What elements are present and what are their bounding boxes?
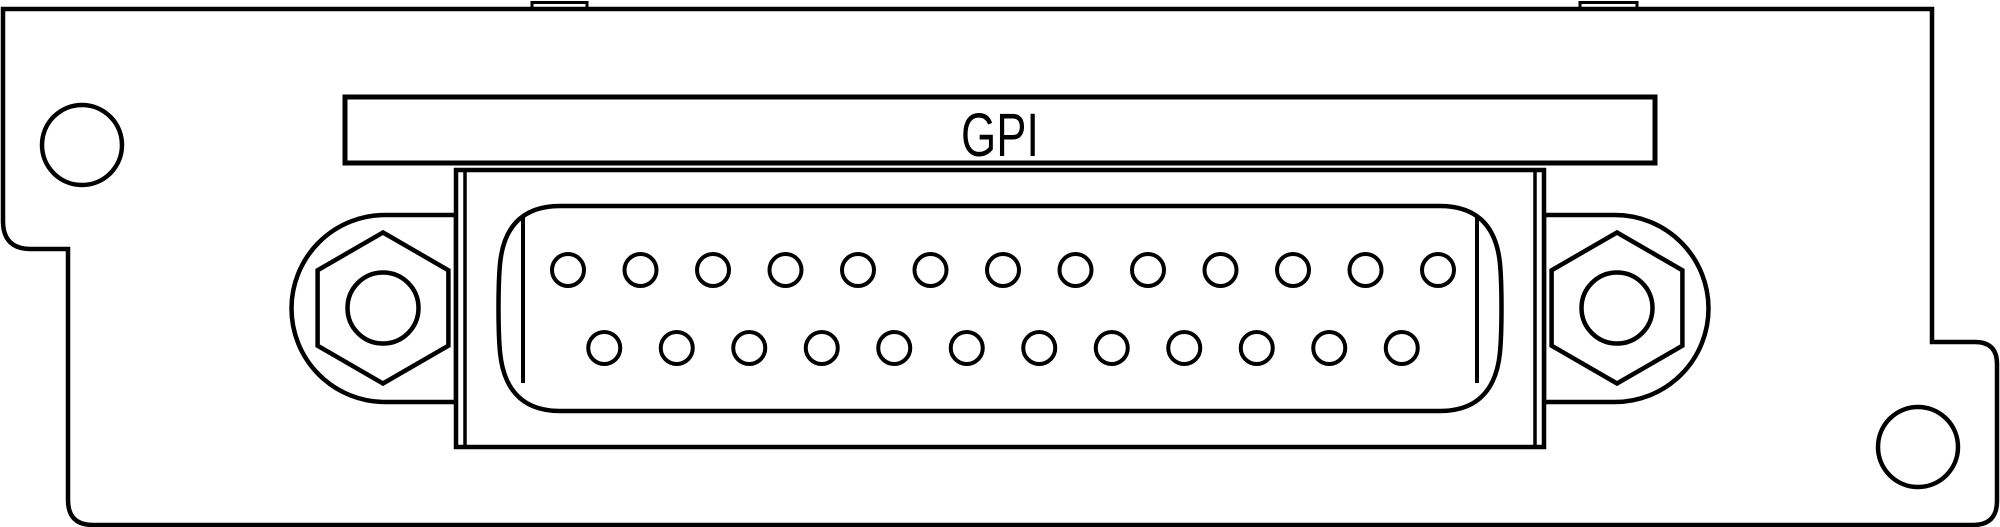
pin (1021, 330, 1058, 366)
pin (1166, 330, 1203, 366)
pin (1347, 252, 1384, 288)
pin (695, 252, 731, 288)
pin (876, 330, 913, 366)
pin (550, 252, 586, 288)
pin (1383, 330, 1420, 366)
panel-screw-hole-bottom-right (1875, 404, 1961, 490)
pin (840, 252, 876, 288)
pin (912, 252, 949, 288)
pin (1238, 330, 1275, 366)
pin (731, 330, 768, 366)
pin (1420, 252, 1456, 288)
pin (985, 252, 1021, 288)
pin (622, 252, 659, 288)
panel-screw-hole-top-left (39, 102, 125, 188)
pin (1202, 252, 1239, 288)
jack-screw-hole-right (1579, 270, 1655, 346)
pin (1311, 330, 1348, 366)
pin (658, 330, 695, 366)
dsub-shell (496, 203, 1504, 414)
pin (586, 330, 623, 366)
label-plate (342, 94, 1658, 166)
pin (948, 330, 985, 366)
pin (1093, 330, 1130, 366)
jack-screw-hole-left (345, 270, 421, 346)
pin (803, 330, 840, 366)
label-text: GPI (961, 101, 1039, 169)
pin (1275, 252, 1311, 288)
pin-field (550, 252, 1456, 366)
pin (767, 252, 804, 288)
pin (1130, 252, 1166, 288)
pin (1057, 252, 1094, 288)
